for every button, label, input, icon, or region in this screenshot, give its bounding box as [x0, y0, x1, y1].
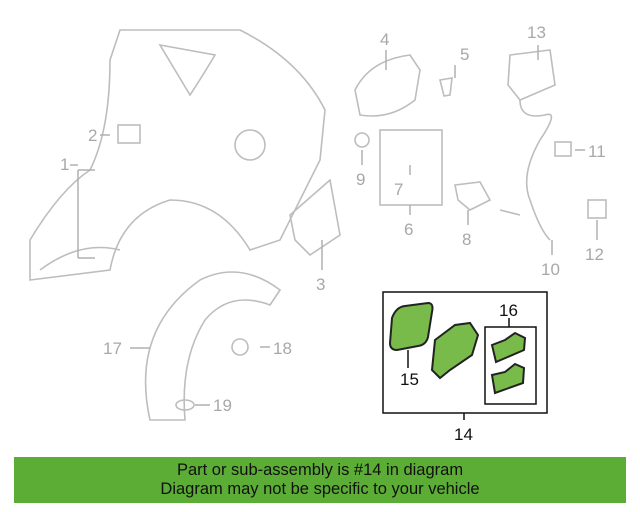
part-11 [554, 141, 572, 157]
part-9 [354, 132, 370, 148]
callout-17: 17 [103, 339, 122, 358]
callout-13: 13 [527, 23, 546, 42]
callout-10: 10 [541, 260, 560, 279]
part-15-gasket [388, 301, 434, 352]
callout-5: 5 [460, 45, 469, 64]
callout-2: 2 [88, 126, 97, 145]
assembly-14-box [382, 291, 548, 420]
callout-4: 4 [380, 30, 389, 49]
info-banner: Part or sub-assembly is #14 in diagram D… [14, 457, 626, 503]
cable-10 [499, 99, 553, 241]
part-6-box [379, 129, 443, 206]
callout-11: 11 [588, 142, 606, 161]
part-14-housing [430, 321, 480, 380]
callout-3: 3 [316, 275, 325, 294]
part-8 [454, 181, 492, 211]
part-3 [289, 178, 341, 257]
callout-19: 19 [213, 396, 232, 415]
callout-8: 8 [462, 230, 471, 249]
callout-18: 18 [273, 339, 292, 358]
callout-16: 16 [499, 301, 518, 320]
callout-9: 9 [356, 170, 365, 189]
part-12 [587, 199, 607, 219]
part-16-clip-a [490, 331, 527, 364]
callout-12: 12 [585, 245, 604, 264]
part-4 [354, 54, 421, 117]
part-19 [175, 399, 195, 411]
banner-line-1: Part or sub-assembly is #14 in diagram [176, 461, 464, 479]
part-16-clip-b [490, 362, 526, 395]
part-2 [117, 124, 141, 144]
callout-6: 6 [404, 220, 413, 239]
callout-15: 15 [400, 370, 419, 389]
callout-1: 1 [60, 155, 69, 174]
part-13 [507, 49, 556, 101]
callout-7: 7 [394, 180, 403, 199]
callout-14: 14 [454, 425, 473, 444]
part-18 [231, 338, 249, 356]
part-17-liner [144, 271, 282, 421]
part-5 [439, 77, 453, 97]
quarter-panel [29, 29, 326, 281]
banner-line-2: Diagram may not be specific to your vehi… [160, 480, 480, 498]
